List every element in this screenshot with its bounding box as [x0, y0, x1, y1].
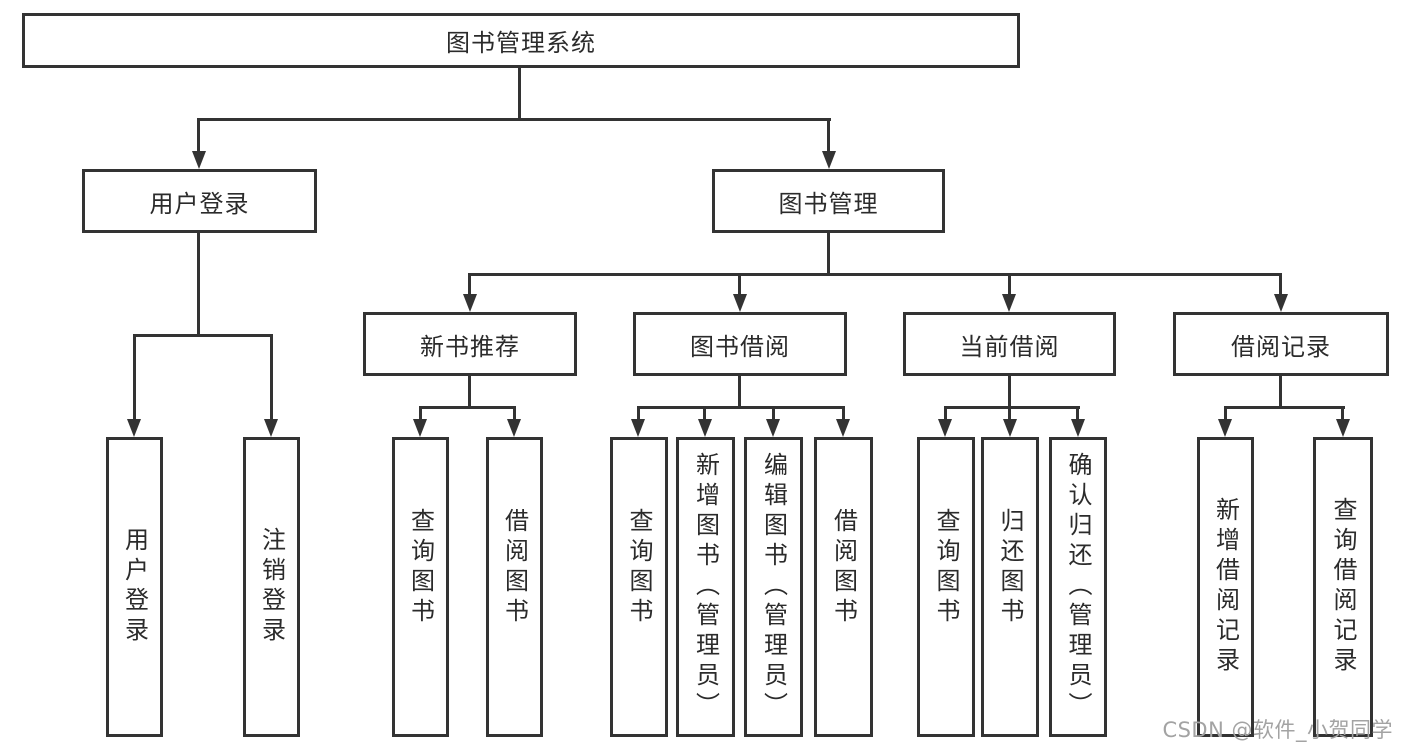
connector-line: [468, 376, 471, 409]
connector-arrow: [698, 419, 712, 437]
node-label: 图书借阅: [690, 332, 790, 361]
leaf-label: 新增图书（管理员）: [691, 452, 720, 722]
connector-arrow: [938, 419, 952, 437]
leaf-label: 确认归还（管理员）: [1064, 452, 1092, 722]
connector-arrow: [127, 419, 141, 437]
leaf-label: 查询借阅记录: [1329, 497, 1357, 677]
watermark-text: CSDN @软件_小贺同学: [1162, 718, 1393, 742]
connector-line: [827, 118, 830, 153]
connector-line: [513, 406, 516, 422]
leaf-query-books-current: 查询图书: [917, 437, 975, 737]
connector-line: [133, 334, 136, 421]
connector-line: [1341, 406, 1344, 422]
connector-line: [738, 376, 741, 409]
leaf-confirm-return-admin: 确认归还（管理员）: [1049, 437, 1107, 737]
connector-line: [197, 118, 200, 153]
connector-arrow: [1336, 419, 1350, 437]
connector-arrow: [1071, 419, 1085, 437]
node-new-book-recommendation: 新书推荐: [363, 312, 577, 376]
connector-line: [944, 406, 1080, 409]
leaf-label: 借阅图书: [829, 508, 858, 628]
node-label: 借阅记录: [1231, 332, 1331, 361]
node-book-management-branch: 图书管理: [712, 169, 945, 233]
connector-line: [637, 406, 640, 422]
node-label: 图书管理系统: [446, 29, 596, 57]
connector-arrow: [507, 419, 521, 437]
connector-line: [738, 273, 741, 296]
node-current-borrowing: 当前借阅: [903, 312, 1116, 376]
connector-line: [197, 232, 200, 337]
leaf-label: 编辑图书（管理员）: [759, 452, 788, 722]
connector-arrow: [413, 419, 427, 437]
connector-arrow: [836, 419, 850, 437]
connector-line: [1224, 406, 1227, 422]
connector-line: [1224, 406, 1345, 409]
connector-line: [468, 273, 1282, 276]
connector-line: [419, 406, 516, 409]
leaf-label: 新增借阅记录: [1211, 497, 1240, 677]
connector-line: [1008, 376, 1011, 409]
node-book-borrowing: 图书借阅: [633, 312, 847, 376]
leaf-query-books-recommend: 查询图书: [392, 437, 449, 737]
leaf-borrow-books-borrowing: 借阅图书: [814, 437, 873, 737]
connector-line: [842, 406, 845, 422]
node-user-login-branch: 用户登录: [82, 169, 317, 233]
leaf-logout-login: 注销登录: [243, 437, 300, 737]
connector-line: [703, 406, 706, 422]
connector-arrow: [264, 419, 278, 437]
leaf-edit-books-admin: 编辑图书（管理员）: [744, 437, 803, 737]
node-label: 用户登录: [149, 189, 250, 218]
connector-line: [827, 233, 830, 276]
connector-line: [1279, 376, 1282, 409]
leaf-query-books-borrowing: 查询图书: [610, 437, 668, 737]
connector-line: [772, 406, 775, 422]
connector-line: [133, 334, 273, 337]
connector-arrow: [192, 151, 206, 169]
connector-arrow: [766, 419, 780, 437]
leaf-label: 归还图书: [996, 508, 1024, 628]
leaf-label: 借阅图书: [500, 508, 529, 628]
node-library-management-system: 图书管理系统: [22, 13, 1020, 68]
connector-line: [468, 273, 471, 296]
leaf-add-borrow-record: 新增借阅记录: [1197, 437, 1254, 737]
connector-line: [518, 68, 521, 121]
connector-arrow: [631, 419, 645, 437]
leaf-query-borrow-record: 查询借阅记录: [1313, 437, 1373, 737]
node-label: 新书推荐: [420, 332, 520, 361]
connector-line: [1279, 273, 1282, 296]
connector-line: [944, 406, 947, 422]
leaf-borrow-books-recommend: 借阅图书: [486, 437, 543, 737]
leaf-return-books: 归还图书: [981, 437, 1039, 737]
connector-line: [1008, 273, 1011, 296]
connector-line: [1076, 406, 1079, 422]
node-borrowing-records: 借阅记录: [1173, 312, 1389, 376]
leaf-label: 查询图书: [625, 508, 653, 628]
connector-arrow: [1002, 294, 1016, 312]
connector-arrow: [1218, 419, 1232, 437]
leaf-label: 查询图书: [406, 508, 435, 628]
connector-arrow: [822, 151, 836, 169]
leaf-user-login: 用户登录: [106, 437, 163, 737]
connector-line: [197, 118, 831, 121]
connector-arrow: [1003, 419, 1017, 437]
connector-line: [419, 406, 422, 422]
leaf-label: 注销登录: [257, 527, 286, 647]
leaf-add-books-admin: 新增图书（管理员）: [676, 437, 735, 737]
node-label: 当前借阅: [959, 332, 1060, 361]
connector-line: [637, 406, 845, 409]
connector-arrow: [463, 294, 477, 312]
connector-arrow: [733, 294, 747, 312]
leaf-label: 查询图书: [932, 508, 960, 628]
connector-line: [270, 334, 273, 421]
connector-line: [1008, 406, 1011, 422]
connector-arrow: [1274, 294, 1288, 312]
leaf-label: 用户登录: [120, 527, 149, 647]
node-label: 图书管理: [778, 189, 879, 218]
